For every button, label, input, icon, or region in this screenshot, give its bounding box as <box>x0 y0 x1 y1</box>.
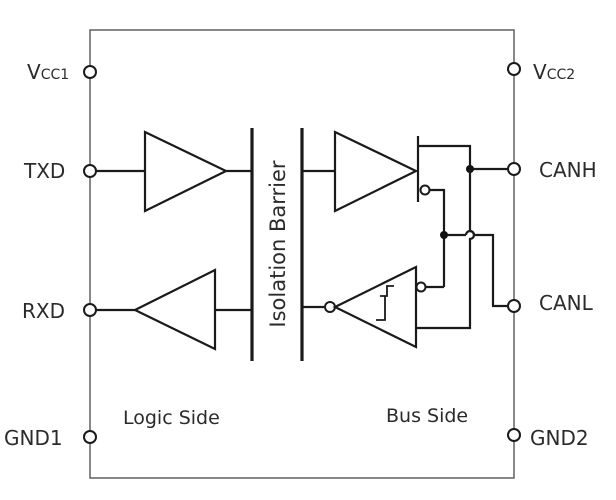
pin-txd <box>83 164 97 178</box>
pin-gnd1 <box>83 430 97 444</box>
label-gnd1: GND1 <box>4 426 63 450</box>
can-receiver-group <box>302 265 444 349</box>
left-pins: VCC1 TXD RXD GND1 <box>4 60 97 450</box>
label-canh: CANH <box>539 158 597 182</box>
label-canl: CANL <box>539 291 594 315</box>
tx-buffer-logic <box>143 130 229 213</box>
pin-gnd2 <box>507 428 521 442</box>
high-side-channel <box>418 144 472 169</box>
label-gnd2: GND2 <box>530 426 589 450</box>
label-rxd: RXD <box>22 299 65 323</box>
pin-vcc2 <box>507 62 521 76</box>
pin-canh <box>507 162 521 176</box>
canl-wire <box>464 229 508 308</box>
receiver-input-inversion-bubble <box>415 281 427 293</box>
label-txd: TXD <box>23 159 65 183</box>
canl-junction-dot <box>440 231 448 239</box>
right-pins: VCC2 CANH CANL GND2 <box>507 60 597 450</box>
isolation-barrier: Isolation Barrier <box>250 128 304 361</box>
package-outline <box>89 29 515 479</box>
schmitt-trigger-icon-lower <box>376 296 386 321</box>
pin-vcc1 <box>83 65 97 79</box>
tx-path-logic <box>96 130 252 213</box>
bus-side-label: Bus Side <box>386 405 468 427</box>
label-vcc1: VCC1 <box>27 60 69 84</box>
can-receiver <box>332 265 418 349</box>
pin-rxd <box>83 303 97 317</box>
logic-side-label: Logic Side <box>123 407 220 429</box>
barrier-label: Isolation Barrier <box>266 160 290 328</box>
low-side-inversion-bubble <box>419 184 431 196</box>
schmitt-trigger-icon <box>380 285 394 297</box>
low-side-channel <box>430 188 446 287</box>
label-vcc2: VCC2 <box>533 60 575 84</box>
pin-canl <box>507 299 521 313</box>
rx-buffer-logic <box>132 268 217 351</box>
can-driver-group <box>302 130 508 287</box>
can-driver <box>333 130 419 213</box>
rx-path-logic <box>96 268 252 351</box>
